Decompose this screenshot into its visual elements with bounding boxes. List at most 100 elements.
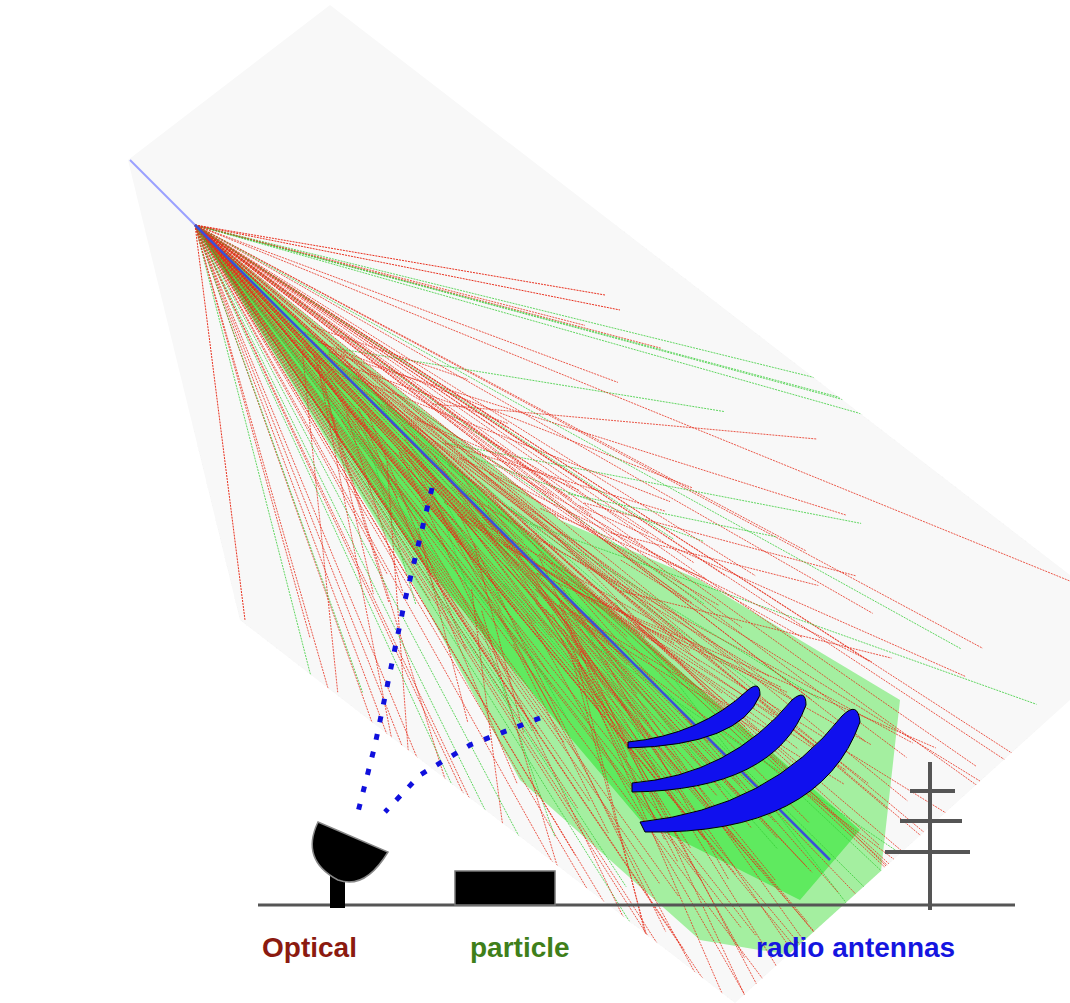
primary-particle-track xyxy=(130,160,195,225)
particle-track xyxy=(195,225,618,382)
particle-track xyxy=(195,225,699,662)
particle-track xyxy=(579,663,783,1003)
particle-track xyxy=(368,414,466,650)
particle-track xyxy=(195,225,777,838)
radio-wavefronts xyxy=(628,686,860,832)
particle-track xyxy=(195,225,992,896)
particle-track xyxy=(568,494,777,537)
particle-track xyxy=(195,225,674,1003)
particle-track xyxy=(406,446,700,817)
particle-track xyxy=(329,352,846,515)
particle-track xyxy=(195,225,636,1003)
optical-label: Optical xyxy=(262,933,357,964)
light-paths xyxy=(358,488,540,812)
particle-track xyxy=(195,225,661,348)
radio-antenna xyxy=(885,762,970,910)
shower-particle-tracks xyxy=(195,225,1070,1003)
particle-track xyxy=(195,225,605,295)
particle-track xyxy=(318,364,402,790)
particle-track xyxy=(195,225,770,989)
particle-track xyxy=(195,225,958,927)
particle-track xyxy=(195,225,735,874)
particle-track xyxy=(195,225,410,766)
radio-label: radio antennas xyxy=(756,933,955,964)
particle-track xyxy=(195,225,811,700)
particle-label: particle xyxy=(470,933,570,964)
particle-track xyxy=(327,373,511,680)
particle-track xyxy=(432,404,817,439)
particle-track xyxy=(328,405,389,602)
particle-track xyxy=(425,481,502,611)
particle-track xyxy=(383,393,690,651)
particle-track xyxy=(410,423,804,707)
particle-track xyxy=(195,225,536,623)
particle-track xyxy=(195,225,433,893)
particle-track xyxy=(195,225,618,926)
particle-track xyxy=(195,225,387,574)
particle-track xyxy=(195,225,745,1003)
particle-track xyxy=(578,665,663,1003)
particle-track xyxy=(195,225,567,497)
particle-track xyxy=(195,225,626,887)
particle-track xyxy=(555,536,778,764)
particle-track xyxy=(195,225,688,602)
particle-track xyxy=(474,546,523,733)
particle-track xyxy=(195,225,572,499)
particle-track xyxy=(195,225,566,973)
particle-track xyxy=(195,225,694,563)
particle-track xyxy=(636,623,787,693)
particle-track xyxy=(195,225,865,741)
particle-track xyxy=(195,225,907,801)
particle-track xyxy=(460,517,665,932)
particle-track xyxy=(533,583,631,714)
particle-track xyxy=(195,225,890,879)
particle-track xyxy=(195,225,511,705)
particle-track xyxy=(195,225,758,1003)
particle-track xyxy=(195,225,821,970)
particle-track xyxy=(195,225,976,766)
particle-track xyxy=(195,225,742,627)
ground-line xyxy=(258,904,1015,907)
particle-track xyxy=(195,225,755,576)
particle-track xyxy=(462,476,596,672)
particle-track xyxy=(195,225,620,310)
particle-track xyxy=(195,225,360,430)
particle-track xyxy=(588,597,936,748)
particle-track xyxy=(195,225,462,1003)
particle-track xyxy=(195,225,578,808)
particle-track xyxy=(399,452,548,673)
particle-track xyxy=(195,225,952,856)
telescope-mirror xyxy=(312,822,388,882)
particle-track xyxy=(195,225,931,911)
particle-track xyxy=(195,225,513,641)
particle-track xyxy=(195,225,533,732)
particle-track xyxy=(195,225,705,1003)
particle-track xyxy=(195,225,592,515)
particle-track xyxy=(195,225,649,724)
particle-track xyxy=(308,346,398,498)
particle-track xyxy=(195,225,363,692)
particle-track xyxy=(195,225,721,788)
particle-track xyxy=(195,225,679,897)
particle-track xyxy=(195,225,519,570)
particle-track xyxy=(195,225,961,649)
particle-track xyxy=(195,225,659,883)
particle-track xyxy=(490,474,720,606)
shower-backdrop xyxy=(128,5,1070,1003)
particle-track xyxy=(195,225,775,822)
particle-detector xyxy=(455,871,555,905)
particle-track xyxy=(400,454,626,922)
particle-track xyxy=(195,225,855,978)
particle-track xyxy=(195,225,983,648)
particle-track xyxy=(195,225,684,950)
particle-track xyxy=(195,225,873,613)
particle-track xyxy=(195,225,565,743)
particle-track xyxy=(195,225,551,617)
particle-track xyxy=(195,225,831,991)
shower-axis xyxy=(195,225,830,860)
particle-track xyxy=(195,225,907,757)
particle-track xyxy=(195,225,245,620)
particle-track xyxy=(195,225,744,1003)
shower-core-dense xyxy=(195,225,860,900)
